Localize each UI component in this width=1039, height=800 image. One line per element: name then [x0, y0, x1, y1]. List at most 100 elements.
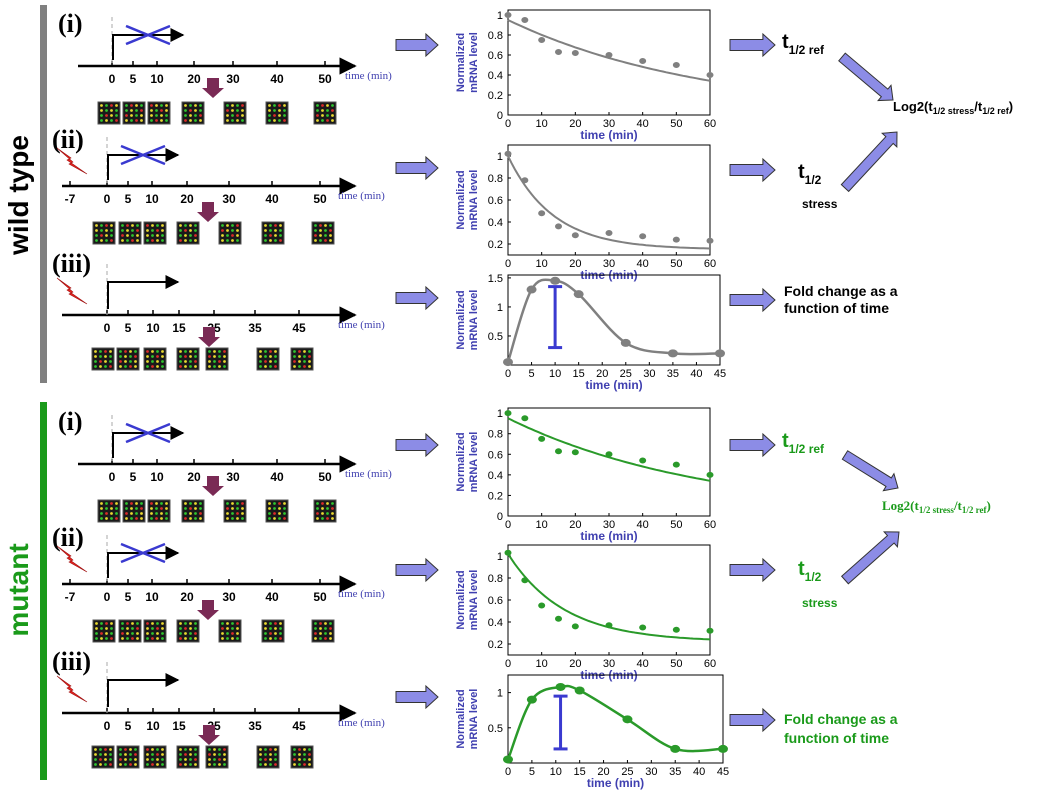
- x-tick-label: 25: [620, 368, 632, 380]
- data-point: [706, 627, 714, 634]
- y-axis-label: NormalizedmRNA level: [455, 570, 480, 631]
- microarray-icon: [218, 619, 242, 643]
- chart-frame: [507, 674, 724, 764]
- mutant-stress-label: stress: [802, 596, 838, 610]
- y-tick-label: 0.4: [488, 217, 503, 229]
- axis-tick-label: 0: [109, 72, 116, 86]
- data-point: [571, 623, 579, 630]
- wt-row-label: (iii): [52, 249, 91, 278]
- sample-down-arrow-icon: [198, 327, 220, 347]
- wild-type-group-bar: [40, 5, 47, 383]
- data-point: [555, 682, 566, 691]
- axis-tick-label: 5: [130, 72, 137, 86]
- transcription-block-icon: [120, 542, 166, 564]
- x-tick-label: 50: [670, 118, 682, 130]
- mutant-row-label: (iii): [52, 647, 91, 676]
- chart-frame: [507, 9, 711, 116]
- data-point: [670, 744, 681, 753]
- axis-tick-label: 40: [270, 470, 284, 484]
- axis-tick-label: 50: [318, 72, 332, 86]
- flow-arrow-icon: [729, 157, 776, 183]
- data-point: [521, 415, 529, 422]
- x-tick-label: 15: [574, 766, 586, 778]
- axis-tick-label: 20: [187, 72, 201, 86]
- mutant-output-fold-change: Fold change as a function of time: [784, 711, 898, 746]
- x-tick-label: 10: [536, 658, 548, 670]
- x-tick-label: 10: [550, 766, 562, 778]
- x-tick-label: 30: [645, 766, 657, 778]
- transcription-arrow-icon: [107, 148, 180, 180]
- x-tick-label: 35: [667, 368, 679, 380]
- microarray-icon: [313, 101, 337, 125]
- data-point: [571, 449, 579, 456]
- y-axis-label: NormalizedmRNA level: [455, 170, 480, 231]
- svg-text:t1/2: t1/2: [798, 161, 822, 187]
- data-point: [538, 602, 546, 609]
- axis-tick-label: 10: [145, 590, 159, 604]
- x-tick-label: 0: [505, 118, 511, 130]
- y-tick-label: 0.5: [488, 331, 503, 343]
- x-tick-label: 40: [690, 368, 702, 380]
- x-tick-label: 20: [569, 258, 581, 270]
- time-axis-label: time (min): [345, 70, 392, 82]
- microarray-icon: [256, 347, 280, 371]
- wt-output-t-half: t1/2 stress: [798, 161, 838, 211]
- axis-tick-label: 5: [130, 470, 137, 484]
- mutant-group-bar: [40, 402, 47, 780]
- stress-lightning-icon: [56, 675, 88, 703]
- y-tick-label: 1.5: [488, 273, 503, 285]
- x-tick-label: 40: [637, 118, 649, 130]
- data-point: [574, 686, 585, 695]
- microarray-icon: [143, 347, 167, 371]
- time-axis-label: time (min): [338, 190, 385, 202]
- y-tick-label: 0.6: [488, 449, 503, 461]
- microarray-icon: [143, 619, 167, 643]
- data-point: [555, 49, 562, 55]
- axis-tick-label: 50: [318, 470, 332, 484]
- x-tick-label: 30: [603, 258, 615, 270]
- data-point: [538, 210, 546, 217]
- microarray-icon: [147, 499, 171, 523]
- y-tick-label: 1: [497, 151, 503, 163]
- axis-tick-label: 0: [104, 719, 111, 733]
- microarray-icon: [147, 101, 171, 125]
- data-point: [571, 232, 579, 239]
- mutant-row-label: (ii): [52, 523, 84, 552]
- data-point: [571, 50, 579, 56]
- data-point: [706, 72, 714, 78]
- microarray-icon: [290, 347, 314, 371]
- axis-tick-label: 35: [248, 719, 262, 733]
- y-tick-label: 1: [497, 408, 503, 420]
- y-tick-label: 0.2: [488, 239, 503, 251]
- axis-tick-label: 5: [125, 321, 132, 335]
- data-point: [715, 349, 725, 358]
- flow-arrow-icon: [729, 707, 776, 733]
- flow-arrow-icon: [395, 32, 439, 58]
- time-axis-label: time (min): [338, 717, 385, 729]
- y-tick-label: 0.8: [488, 30, 503, 42]
- wild-type-label: wild type: [3, 135, 34, 256]
- axis-tick-label: 10: [145, 192, 159, 206]
- svg-text:function of time: function of time: [784, 300, 889, 316]
- x-tick-label: 40: [693, 766, 705, 778]
- y-axis-label: NormalizedmRNA level: [455, 290, 480, 351]
- x-tick-label: 20: [597, 766, 609, 778]
- data-point: [605, 622, 613, 629]
- microarray-icon: [116, 745, 140, 769]
- data-point: [555, 448, 562, 455]
- y-tick-label: 0.6: [488, 50, 503, 62]
- y-tick-label: 0.2: [488, 490, 503, 502]
- axis-tick-label: 5: [125, 192, 132, 206]
- x-tick-label: 50: [670, 658, 682, 670]
- axis-tick-label: 45: [292, 719, 306, 733]
- microarray-icon: [261, 619, 285, 643]
- microarray-icon: [223, 499, 247, 523]
- data-point: [555, 223, 562, 230]
- microarray-icon: [176, 347, 200, 371]
- axis-tick-label: 35: [248, 321, 262, 335]
